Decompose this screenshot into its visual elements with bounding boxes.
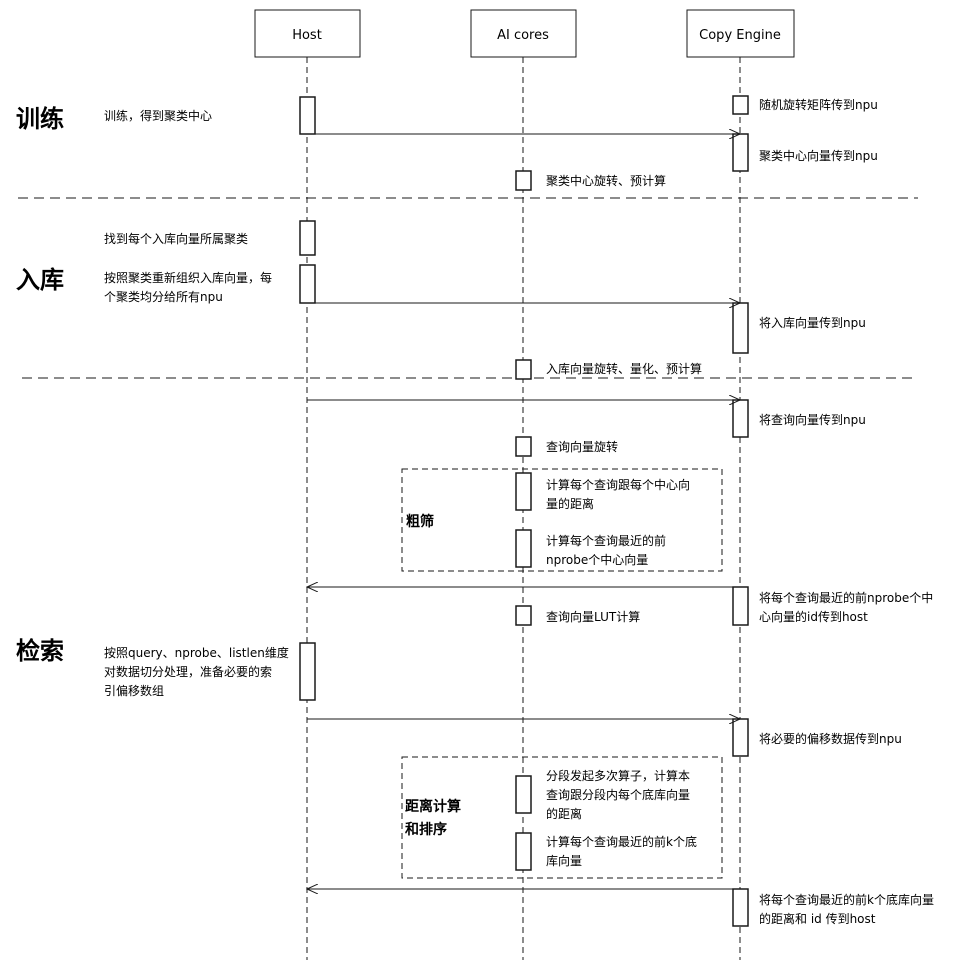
activation-bar [515, 170, 532, 191]
note-reorg-line1: 按照聚类重新组织入库向量，每 [104, 270, 272, 285]
activation-bar [515, 359, 532, 380]
participant-host-label: Host [292, 28, 322, 43]
group-frame-coarse [401, 468, 723, 572]
note-train-host: 训练，得到聚类中心 [104, 108, 212, 123]
group-label-coarse: 粗筛 [406, 513, 434, 530]
activation-bar [732, 586, 749, 626]
participant-copy-engine: Copy Engine [686, 9, 795, 58]
note-topk-line2: 库向量 [546, 853, 582, 868]
note-find-cluster: 找到每个入库向量所属聚类 [104, 231, 248, 246]
group-frame-distance [401, 756, 723, 879]
note-result-line2: 的距离和 id 传到host [759, 911, 876, 926]
note-dist-center-line1: 计算每个查询跟每个中心向 [546, 477, 690, 492]
note-centroids-to-npu: 聚类中心向量传到npu [759, 148, 878, 163]
activation-bar [732, 888, 749, 927]
activation-bar [515, 775, 532, 814]
note-ops-line3: 的距离 [546, 806, 582, 821]
activation-bar [732, 302, 749, 354]
note-ids-to-host-line1: 将每个查询最近的前nprobe个中 [759, 590, 933, 605]
note-rotation-matrix: 随机旋转矩阵传到npu [759, 97, 878, 112]
note-query-to-npu: 将查询向量传到npu [759, 412, 866, 427]
phase-title-search: 检索 [16, 637, 64, 665]
participant-copy-engine-label: Copy Engine [699, 28, 781, 43]
activation-bar [732, 133, 749, 172]
note-ops-line1: 分段发起多次算子，计算本 [546, 768, 690, 783]
note-query-rotate: 查询向量旋转 [546, 439, 618, 454]
participant-ai-cores: AI cores [470, 9, 577, 58]
note-ingest-rotate: 入库向量旋转、量化、预计算 [546, 361, 702, 376]
note-topn-line2: nprobe个中心向量 [546, 552, 648, 567]
note-dist-center-line2: 量的距离 [546, 496, 594, 511]
note-split-line3: 引偏移数组 [104, 683, 164, 698]
note-result-line1: 将每个查询最近的前k个底库向量 [759, 892, 934, 907]
note-ops-line2: 查询跟分段内每个底库向量 [546, 787, 690, 802]
note-centroid-rotate: 聚类中心旋转、预计算 [546, 173, 666, 188]
note-split-line2: 对数据切分处理，准备必要的索 [104, 664, 272, 679]
activation-bar [515, 832, 532, 871]
activation-bar [732, 95, 749, 115]
group-label-distance-line1: 距离计算 [405, 798, 461, 815]
activation-bar [515, 529, 532, 568]
phase-title-training: 训练 [16, 105, 64, 133]
phase-title-ingest: 入库 [16, 266, 64, 294]
activation-bar [299, 220, 316, 256]
activation-bar [515, 472, 532, 511]
participant-host: Host [254, 9, 361, 58]
note-ids-to-host-line2: 心向量的id传到host [759, 609, 868, 624]
note-split-line1: 按照query、nprobe、listlen维度 [104, 645, 289, 660]
activation-bar [515, 436, 532, 457]
activation-bar [299, 264, 316, 304]
note-topn-line1: 计算每个查询最近的前 [546, 533, 666, 548]
note-topk-line1: 计算每个查询最近的前k个底 [546, 834, 697, 849]
group-label-distance-line2: 和排序 [405, 821, 447, 838]
activation-bar [732, 399, 749, 438]
activation-bar [299, 642, 316, 701]
note-lut: 查询向量LUT计算 [546, 609, 640, 624]
activation-bar [515, 605, 532, 626]
note-reorg-line2: 个聚类均分给所有npu [104, 290, 223, 304]
activation-bar [299, 96, 316, 135]
activation-bar [732, 718, 749, 757]
participant-ai-cores-label: AI cores [497, 28, 549, 43]
note-ingest-to-npu: 将入库向量传到npu [759, 315, 866, 330]
note-offsets-to-npu: 将必要的偏移数据传到npu [759, 731, 902, 746]
